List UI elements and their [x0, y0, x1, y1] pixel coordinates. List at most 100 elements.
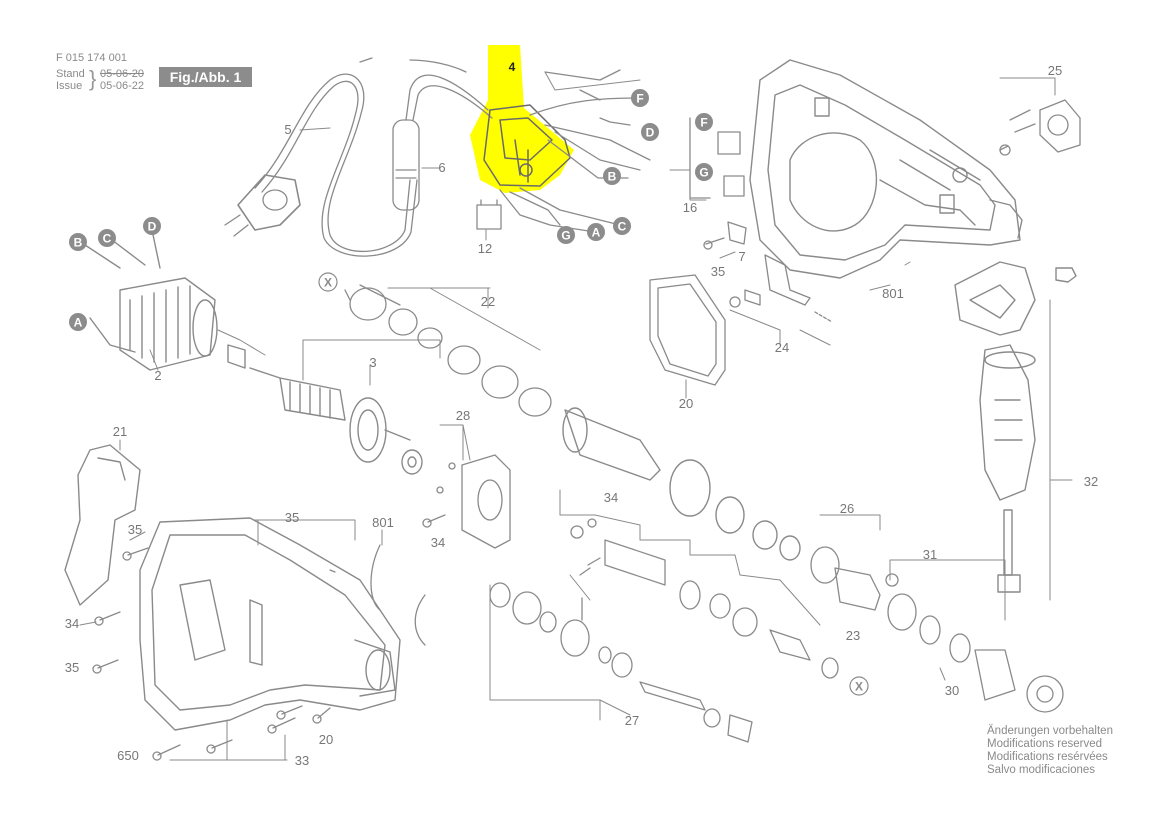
bracket-24	[729, 254, 833, 323]
wire-letter-g-callout: G	[695, 163, 713, 181]
svg-text:F: F	[700, 116, 707, 130]
part-label-5: 5	[284, 122, 291, 137]
svg-text:A: A	[74, 316, 83, 330]
part-label-34: 34	[431, 535, 445, 550]
terminal-block-12	[476, 199, 502, 230]
part-label-22: 22	[481, 294, 495, 309]
wire-letter-f-callout: F	[631, 89, 649, 107]
cord-clip-lines	[359, 57, 467, 73]
brace-symbol: }	[89, 66, 97, 91]
svg-text:C: C	[103, 232, 112, 246]
spring-clips-20	[370, 544, 426, 646]
part-label-7: 7	[738, 249, 745, 264]
wire-letter-b-callout: B	[69, 233, 87, 251]
wire-letter-x-callout: X	[318, 272, 338, 292]
svg-text:G: G	[561, 229, 570, 243]
part-label-12: 12	[478, 241, 492, 256]
chuck-parts-23-32-31	[810, 546, 1064, 713]
wire-letter-d-callout: D	[641, 123, 659, 141]
field-coil-group	[84, 229, 218, 371]
part-label-20: 20	[679, 396, 693, 411]
wire-letter-c-callout: C	[613, 217, 631, 235]
part-label-801: 801	[882, 286, 904, 301]
part-label-3: 3	[369, 355, 376, 370]
leader-lines	[79, 71, 1073, 761]
svg-text:B: B	[608, 170, 617, 184]
note-line-en: Modifications reserved	[987, 738, 1103, 750]
gear-26-parts	[489, 582, 753, 743]
part-label-34: 34	[604, 490, 618, 505]
part-label-33: 33	[295, 753, 309, 768]
part-label-30: 30	[945, 683, 959, 698]
rear-handle-21	[64, 444, 141, 606]
spindle-assembly	[562, 407, 801, 561]
switch-part	[483, 104, 571, 187]
part-label-26: 26	[840, 501, 854, 516]
part-label-650: 650	[117, 748, 139, 763]
note-line-de: Änderungen vorbehalten	[987, 725, 1113, 737]
housing-half-group	[749, 59, 1023, 279]
svg-text:X: X	[324, 276, 332, 290]
power-cord-group	[224, 73, 418, 257]
part-label-35: 35	[65, 660, 79, 675]
part-label-21: 21	[113, 424, 127, 439]
gear-28-part	[436, 454, 511, 549]
main-housing-body	[139, 517, 401, 731]
gasket-20-top	[649, 274, 726, 386]
part-label-25: 25	[1048, 63, 1062, 78]
wire-letter-d-callout: D	[143, 217, 161, 235]
wire-letter-a-callout: A	[587, 223, 605, 241]
part-label-4: 4	[509, 60, 516, 74]
impact-mechanism-27-30	[570, 518, 839, 679]
svg-text:A: A	[592, 226, 601, 240]
svg-text:G: G	[699, 166, 708, 180]
part-label-35: 35	[285, 510, 299, 525]
part-label-23: 23	[846, 628, 860, 643]
collar-part-25	[999, 99, 1081, 156]
cable-sleeve-group	[392, 74, 493, 211]
figure-label-badge: Fig./Abb. 1	[159, 67, 252, 87]
svg-text:D: D	[148, 220, 157, 234]
part-label-27: 27	[625, 713, 639, 728]
svg-text:C: C	[618, 220, 627, 234]
stand-date: 05-06-20	[100, 68, 145, 80]
part-label-2: 2	[154, 368, 161, 383]
issue-label: Issue	[56, 80, 83, 92]
svg-text:B: B	[74, 236, 83, 250]
part-label-28: 28	[456, 408, 470, 423]
wire-letter-c-callout: C	[98, 229, 116, 247]
wire-letter-callouts: F D B G A C F G B C D A X X	[69, 89, 869, 696]
part-label-24: 24	[775, 340, 789, 355]
modification-note: Änderungen vorbehalten Modifications res…	[987, 725, 1113, 777]
svg-text:F: F	[636, 92, 643, 106]
doc-number: F 015 174 001	[56, 52, 127, 64]
svg-text:D: D	[646, 126, 655, 140]
wire-letter-a-callout: A	[69, 313, 87, 331]
stand-label: Stand	[56, 68, 85, 80]
note-line-es: Salvo modificaciones	[987, 764, 1096, 776]
part-label-32: 32	[1084, 474, 1098, 489]
auxiliary-handle-group	[954, 261, 1077, 593]
part-label-35: 35	[711, 264, 725, 279]
brush-holder-parts	[689, 117, 747, 250]
armature-group	[227, 344, 423, 475]
part-label-31: 31	[923, 547, 937, 562]
part-label-6: 6	[438, 160, 445, 175]
issue-date: 05-06-22	[100, 80, 145, 92]
switch-wires	[499, 69, 651, 233]
screws-left	[92, 514, 446, 761]
part-label-34: 34	[65, 616, 79, 631]
part-label-16: 16	[683, 200, 697, 215]
part-label-801: 801	[372, 515, 394, 530]
part-label-35: 35	[128, 522, 142, 537]
svg-text:X: X	[855, 680, 863, 694]
wire-letter-b-callout: B	[603, 167, 621, 185]
wire-letter-f-callout: F	[695, 113, 713, 131]
wire-letter-g-callout: G	[557, 226, 575, 244]
washer-stack-22	[344, 284, 552, 417]
wire-letter-x-callout: X	[849, 676, 869, 696]
part-label-20: 20	[319, 732, 333, 747]
